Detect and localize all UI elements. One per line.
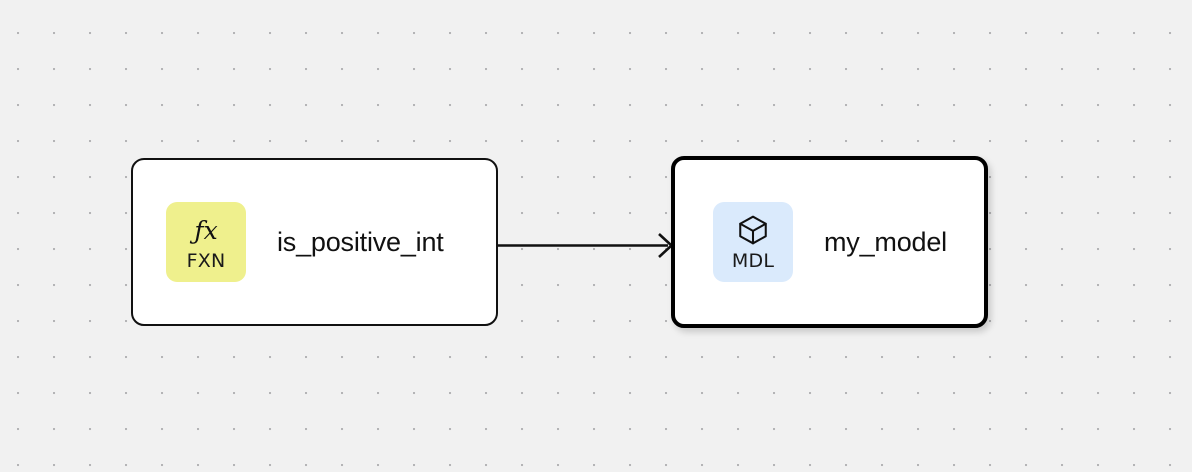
cube-outline-icon [739,215,767,245]
badge-caption-mdl: MDL [731,250,775,272]
badge-caption-fxn: FXN [186,250,226,272]
node-my-model[interactable]: MDL my_model [671,156,988,328]
node-label-is-positive-int: is_positive_int [277,226,444,257]
fx-glyph: ƒx [194,215,218,245]
node-is-positive-int[interactable]: ƒx FXN is_positive_int [131,158,498,326]
function-fx-icon: ƒx FXN [166,202,246,282]
node-label-my-model: my_model [824,226,947,257]
edge-fxn-to-mdl[interactable] [498,233,674,258]
cube-glyph [736,213,770,247]
edge-arrowhead-icon [658,233,674,258]
cube-model-icon: MDL [713,202,793,282]
